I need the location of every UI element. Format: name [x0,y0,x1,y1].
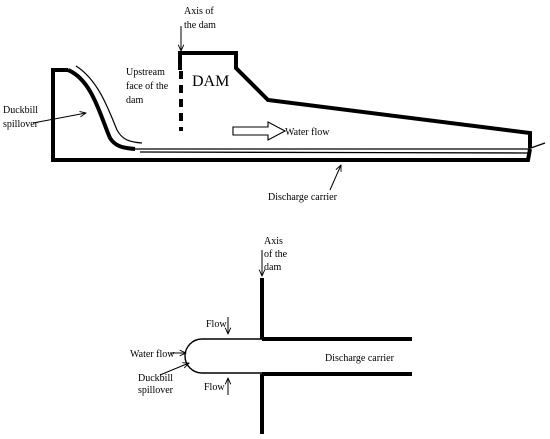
plan-axis-label-2: of the [264,249,288,260]
side-axis-label-1: Axis of [184,6,214,17]
plan-duckbill [184,338,262,374]
plan-spillover-arrow [159,363,189,376]
plan-view-labels: Axis of the dam Flow Flow Water flow Duc… [130,236,395,396]
plan-flow-top-label: Flow [206,319,227,330]
plan-carrier-label: Discharge carrier [325,353,395,364]
side-carrier-label: Discharge carrier [268,192,338,203]
dam-body [178,51,532,148]
carrier-lower-line [139,151,529,154]
side-outer-frame [51,68,532,162]
upstream-label-1: Upstream [126,67,165,78]
carrier-upper-line [135,142,546,150]
upstream-label-2: face of the [126,81,169,92]
duckbill-outer-curve [67,68,136,151]
carrier-leader [329,165,341,191]
side-axis-label-2: the dam [184,20,216,31]
dam-label: DAM [192,73,229,90]
duckbill-inner-curve [75,65,143,144]
side-view [32,26,546,191]
side-flow-label: Water flow [285,127,330,138]
spillover-arrow [32,113,86,124]
plan-axis-label-3: dam [264,262,281,273]
plan-flow-bottom-label: Flow [204,382,225,393]
side-spillover-label-2: spillover [3,119,39,130]
plan-water-flow-label: Water flow [130,349,175,360]
plan-view [159,250,412,434]
side-view-labels: Axis of the dam DAM Upstream face of the… [3,6,338,203]
plan-spillover-label-2: spillover [138,385,174,396]
plan-axis-label-1: Axis [264,236,283,247]
upstream-label-3: dam [126,95,143,106]
plan-spillover-label-1: Duckbill [138,373,173,384]
side-spillover-label-1: Duckbill [3,105,38,116]
water-flow-arrow [232,121,287,141]
